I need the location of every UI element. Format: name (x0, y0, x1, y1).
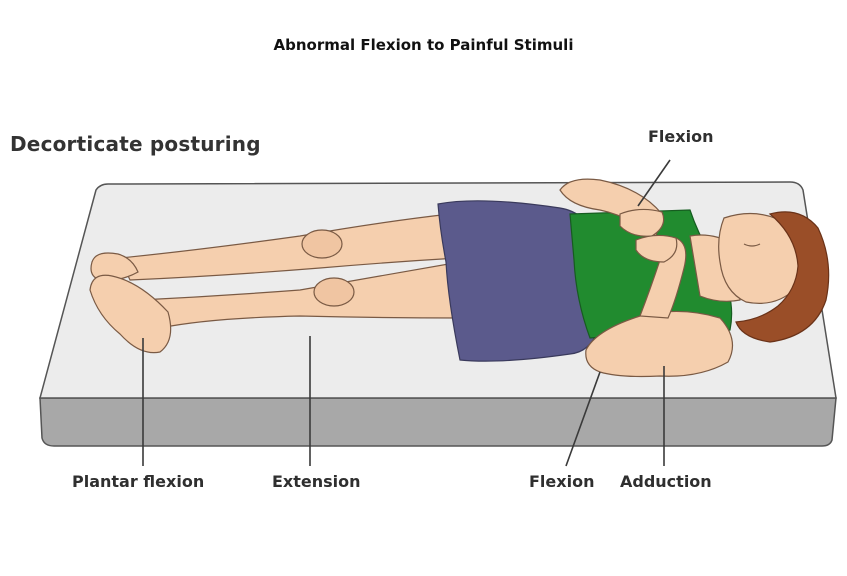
mat-side (39, 397, 837, 447)
legs (89, 213, 463, 354)
knee-lower (313, 277, 355, 307)
figure-title: Abnormal Flexion to Painful Stimuli (273, 36, 574, 54)
leader-flexion-top (637, 159, 671, 207)
head (689, 211, 830, 343)
label-extension: Extension (272, 472, 361, 491)
leader-flexion-bottom (565, 371, 601, 467)
label-flexion-top: Flexion (648, 127, 714, 146)
label-flexion-bottom: Flexion (529, 472, 595, 491)
hair (735, 211, 830, 343)
diagram-heading: Decorticate posturing (10, 132, 261, 156)
arms (559, 178, 734, 378)
hand-chest (635, 234, 678, 263)
foot-upper (90, 252, 139, 281)
callout-lines (142, 159, 671, 467)
label-adduction: Adduction (620, 472, 712, 491)
shorts (437, 200, 599, 362)
knee-upper (301, 229, 343, 259)
hand-top (619, 208, 665, 237)
eye (743, 243, 761, 247)
foot-lower (89, 274, 172, 354)
label-plantar-flexion: Plantar flexion (72, 472, 205, 491)
